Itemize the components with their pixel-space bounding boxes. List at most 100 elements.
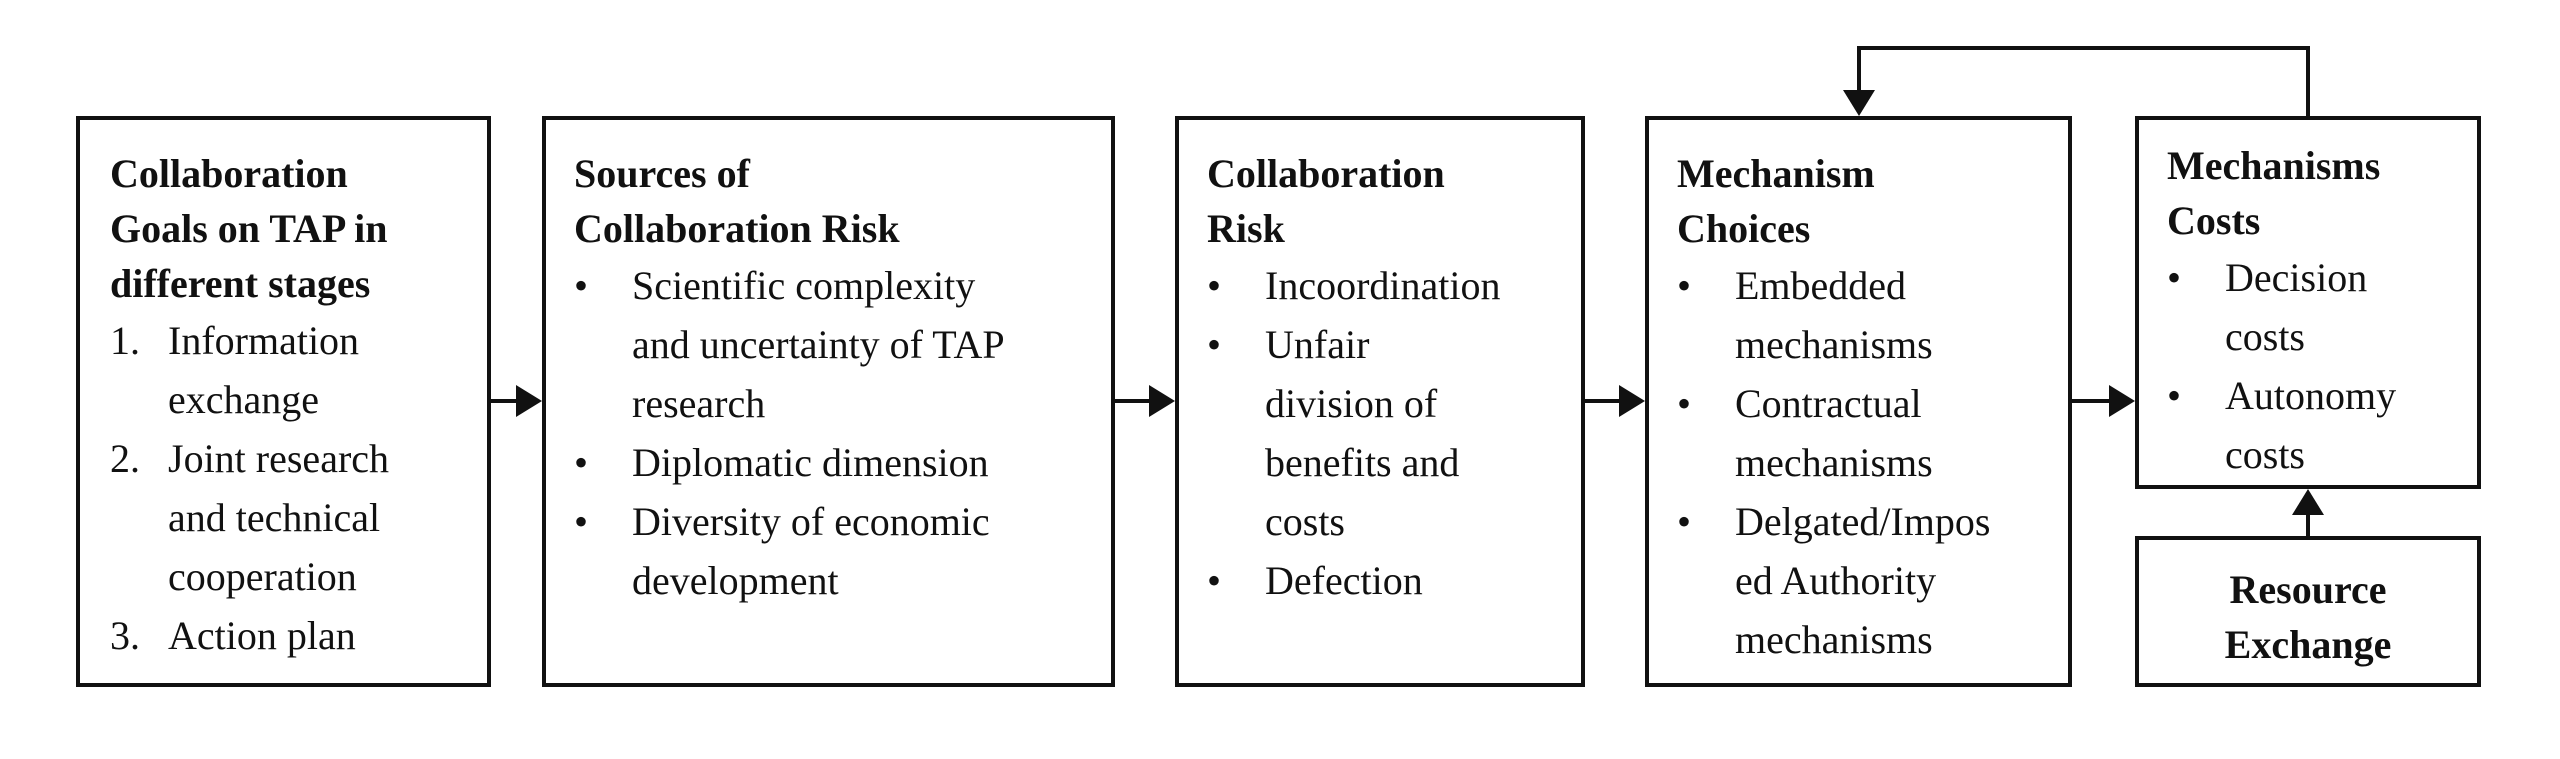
arrowhead-choices [1619,385,1645,417]
box-title-line: Goals on TAP in [110,206,388,251]
list-item-text: Joint research [168,436,390,481]
list-item-line: exchange [110,370,389,429]
list-item-line: costs [1207,492,1501,551]
list-item-text: Contractual [1735,381,1922,426]
box-title-line: different stages [110,261,371,306]
list-item-line: • Autonomy [2167,366,2396,425]
list-marker: 1. [110,318,140,363]
list-item-text: benefits and [1265,440,1460,485]
list-item-text: and technical [168,495,381,540]
arrowhead-sources [516,385,542,417]
arrowhead-down-into-choices [1843,90,1875,116]
box-sources-of-collaboration-risk: Sources of Collaboration Risk • Scientific … [542,116,1115,687]
list-marker: • [1207,322,1222,367]
list-item-text: research [632,381,766,426]
list-item-line: mechanisms [1677,315,1991,374]
list-item-line: • Defection [1207,551,1501,610]
list-item-line: research [574,374,1005,433]
list-item-line: • Delgated/Impos [1677,492,1991,551]
box-title-line: Costs [2167,198,2261,243]
list-item-line: 3.Action plan [110,606,389,665]
list-marker: • [1677,381,1692,426]
list-item-text: Defection [1265,558,1423,603]
list-item-text: mechanisms [1735,440,1933,485]
list-item-text: mechanisms [1735,617,1933,662]
list-item-text: Diversity of economic [632,499,990,544]
list-item-line: • Contractual [1677,374,1991,433]
list-marker: • [1677,263,1692,308]
box-content: Sources of Collaboration Risk • Scientific … [574,146,1005,610]
list-marker: • [1677,499,1692,544]
list-item-text: mechanisms [1735,322,1933,367]
list-marker: • [574,263,589,308]
list-item-text: development [632,558,839,603]
list-item-line: • Diversity of economic [574,492,1005,551]
list-item-line: • Diplomatic dimension [574,433,1005,492]
feedback-costs-to-choices [1857,46,2310,116]
list-item-line: • Decision [2167,248,2396,307]
list-item-text: ed Authority [1735,558,1937,603]
list-item-text: cooperation [168,554,357,599]
list-marker: • [1207,263,1222,308]
list-item-line: mechanisms [1677,433,1991,492]
arrowhead-risk [1149,385,1175,417]
list-item-text: Scientific complexity [632,263,976,308]
box-title-line: Mechanisms [2167,143,2381,188]
list-item-line: 1. Information [110,311,389,370]
list-item-text: Diplomatic dimension [632,440,989,485]
list-item-line: • Unfair [1207,315,1501,374]
list-marker: • [2167,255,2182,300]
list-item-line: mechanisms [1677,610,1991,669]
box-title-line: Choices [1677,206,1811,251]
list-item-line: costs [2167,307,2396,366]
arrowhead-costs [2109,385,2135,417]
list-marker: • [574,440,589,485]
list-item-line: • Incoordination [1207,256,1501,315]
list-item-text: Autonomy [2225,373,2397,418]
box-title-line: Exchange [2224,622,2392,667]
box-title-line: Sources of [574,151,750,196]
list-marker: 2. [110,436,140,481]
list-item-line: 2. Joint research [110,429,389,488]
list-item-line: and uncertainty of TAP [574,315,1005,374]
list-item-text: division of [1265,381,1438,426]
box-title-line: Collaboration [110,151,348,196]
box-title-line: Collaboration Risk [574,206,900,251]
list-item-text: exchange [168,377,320,422]
list-item-text: costs [1265,499,1345,544]
arrowhead-up-into-costs [2292,489,2324,515]
list-item-text: costs [2225,432,2305,477]
list-item-text: Delgated/Impos [1735,499,1991,544]
list-item-line: • Embedded [1677,256,1991,315]
list-marker: 3. [110,613,140,658]
list-item-line: division of [1207,374,1501,433]
list-item-text: Decision [2225,255,2368,300]
list-marker: • [1207,558,1222,603]
list-item-line: ed Authority [1677,551,1991,610]
box-title-line: Resource [2229,567,2387,612]
box-title-line: Risk [1207,206,1285,251]
list-item-text: Unfair [1265,322,1370,367]
list-item-line: • Scientific complexity [574,256,1005,315]
list-marker: • [2167,373,2182,418]
list-item-line: costs [2167,425,2396,484]
list-item-line: benefits and [1207,433,1501,492]
list-item-text: Incoordination [1265,263,1501,308]
list-item-line: cooperation [110,547,389,606]
box-title-line: Collaboration [1207,151,1445,196]
list-item-text: and uncertainty of TAP [632,322,1005,367]
list-item-text: Embedded [1735,263,1907,308]
list-item-line: development [574,551,1005,610]
list-marker: • [574,499,589,544]
list-item-text: Information [168,318,360,363]
